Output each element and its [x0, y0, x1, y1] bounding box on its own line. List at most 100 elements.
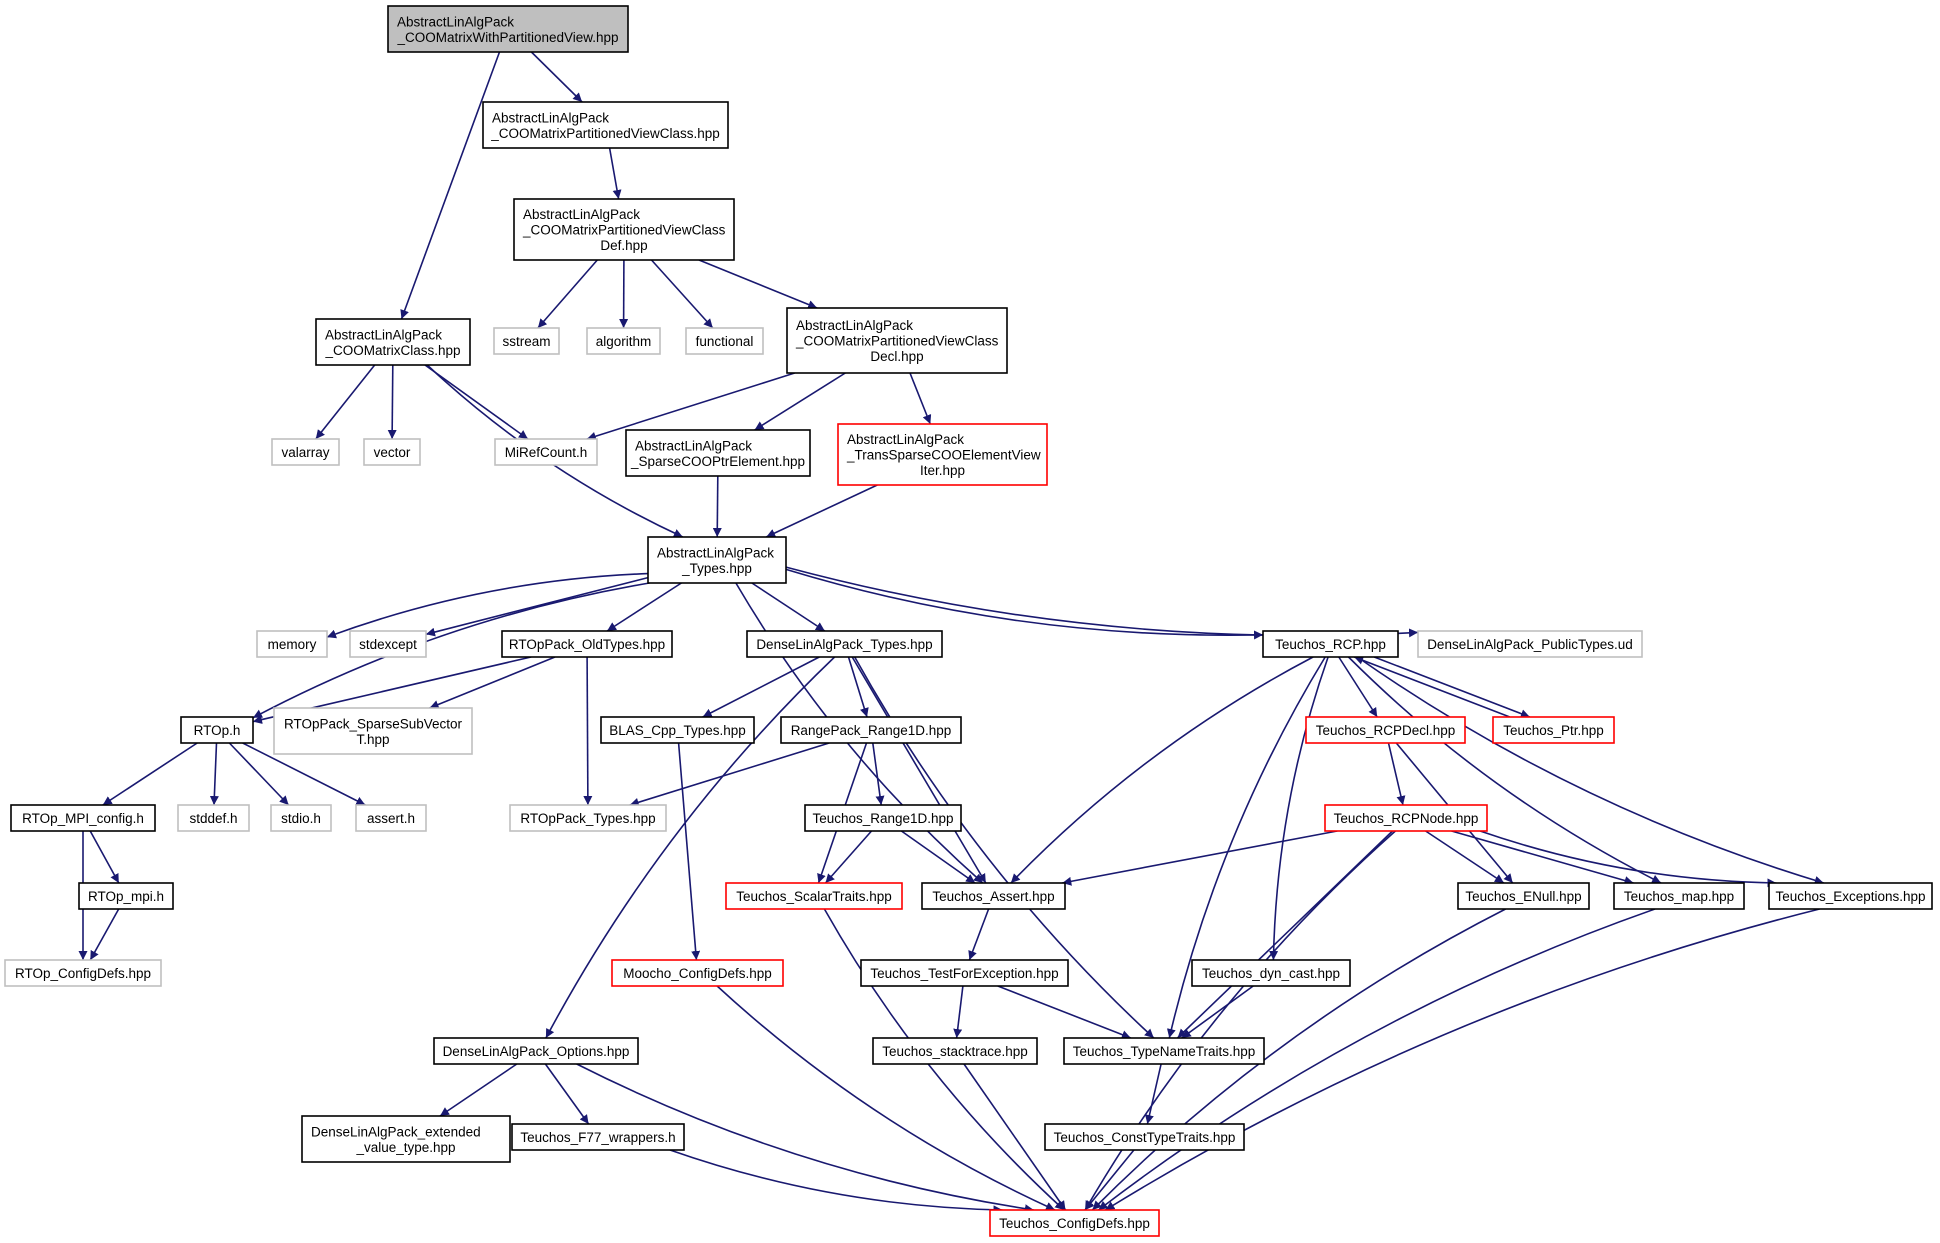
- node-functional: functional: [685, 327, 764, 355]
- node-dlap_options[interactable]: DenseLinAlgPack_Options.hpp: [433, 1037, 639, 1065]
- node-label-line: valarray: [281, 445, 329, 460]
- node-label-line: _COOMatrixPartitionedViewClass.hpp: [490, 126, 720, 141]
- edge-dlap_options-to-dlap_extended: [439, 1063, 518, 1117]
- node-scalartraits[interactable]: Teuchos_ScalarTraits.hpp: [725, 882, 903, 910]
- node-rtop_configdefs: RTOp_ConfigDefs.hpp: [4, 959, 162, 987]
- node-root[interactable]: AbstractLinAlgPack_COOMatrixWithPartitio…: [387, 5, 629, 53]
- node-box: [271, 438, 340, 466]
- edge-dlap_types-to-teuchos_assert: [851, 656, 987, 884]
- node-box: [482, 101, 729, 149]
- edge-rcpnode-to-exceptions: [1479, 830, 1777, 888]
- node-box: [387, 5, 629, 53]
- node-rtoppack_types: RTOpPack_Types.hpp: [509, 804, 667, 832]
- node-box: [273, 707, 473, 755]
- node-label-line: AbstractLinAlgPack: [796, 318, 913, 333]
- edge-rtoppack_old-to-rtoppack_sparse: [429, 656, 556, 709]
- node-box: [780, 716, 962, 744]
- node-moocho_config[interactable]: Moocho_ConfigDefs.hpp: [611, 959, 784, 987]
- node-trans_sparse[interactable]: AbstractLinAlgPack_TransSparseCOOElement…: [837, 423, 1048, 486]
- edge-alap_types-to-dlap_public: [785, 566, 1419, 638]
- node-stddef: stddef.h: [177, 804, 250, 832]
- node-blas_cpp[interactable]: BLAS_Cpp_Types.hpp: [600, 716, 755, 744]
- edge-rtop_h-to-stddef: [209, 742, 219, 806]
- edge-testforexception-to-stacktrace: [953, 985, 964, 1039]
- edge-dlap_options-to-teuchos_configdefs: [576, 1063, 1034, 1214]
- node-teuchos_assert[interactable]: Teuchos_Assert.hpp: [921, 882, 1066, 910]
- edge-teuchos_rcp-to-teuchos_map: [1347, 656, 1662, 884]
- nodes-layer: AbstractLinAlgPack_COOMatrixWithPartitio…: [4, 5, 1933, 1237]
- node-dyn_cast[interactable]: Teuchos_dyn_cast.hpp: [1191, 959, 1351, 987]
- node-enull[interactable]: Teuchos_ENull.hpp: [1457, 882, 1590, 910]
- node-consttypetraits[interactable]: Teuchos_ConstTypeTraits.hpp: [1044, 1123, 1245, 1151]
- node-teuchos_map[interactable]: Teuchos_map.hpp: [1613, 882, 1745, 910]
- node-label-line: Teuchos_ENull.hpp: [1465, 889, 1581, 904]
- node-label-line: MiRefCount.h: [505, 445, 588, 460]
- node-box: [586, 327, 661, 355]
- node-f77_wrappers[interactable]: Teuchos_F77_wrappers.h: [511, 1123, 685, 1151]
- node-stdio: stdio.h: [270, 804, 332, 832]
- edge-rangepack-to-rtoppack_types: [629, 742, 830, 807]
- node-label-line: _TransSparseCOOElementView: [846, 448, 1041, 463]
- node-coo_part_class[interactable]: AbstractLinAlgPack_COOMatrixPartitionedV…: [482, 101, 729, 149]
- node-teuchos_range1d[interactable]: Teuchos_Range1D.hpp: [804, 804, 962, 832]
- node-label-line: stdio.h: [281, 811, 321, 826]
- node-coo_matrix_class[interactable]: AbstractLinAlgPack_COOMatrixClass.hpp: [315, 318, 471, 366]
- edge-rcpnode-to-teuchos_map: [1451, 830, 1634, 885]
- node-box: [837, 423, 1048, 486]
- node-label-line: Teuchos_RCPDecl.hpp: [1316, 723, 1456, 738]
- edge-moocho_config-to-teuchos_configdefs: [716, 985, 1056, 1211]
- node-alap_types[interactable]: AbstractLinAlgPack_Types.hpp: [647, 536, 787, 584]
- node-dlap_types[interactable]: DenseLinAlgPack_Types.hpp: [746, 630, 943, 658]
- node-box: [1492, 716, 1615, 744]
- node-rtop_h[interactable]: RTOp.h: [180, 716, 254, 744]
- node-box: [363, 438, 421, 466]
- node-label-line: _SparseCOOPtrElement.hpp: [630, 454, 805, 469]
- node-memory: memory: [256, 630, 328, 658]
- node-label-line: _COOMatrixClass.hpp: [324, 343, 460, 358]
- node-rtop_mpi[interactable]: RTOp_mpi.h: [78, 882, 174, 910]
- node-rtop_mpi_config[interactable]: RTOp_MPI_config.h: [10, 804, 156, 832]
- node-label-line: _value_type.hpp: [355, 1140, 455, 1155]
- edge-teuchos_range1d-to-scalartraits: [824, 830, 873, 884]
- node-rcpdecl[interactable]: Teuchos_RCPDecl.hpp: [1305, 716, 1466, 744]
- node-label-line: RTOp_ConfigDefs.hpp: [15, 966, 151, 981]
- node-box: [1063, 1037, 1265, 1065]
- edges-layer: [78, 51, 1824, 1215]
- node-teuchos_configdefs[interactable]: Teuchos_ConfigDefs.hpp: [989, 1209, 1160, 1237]
- node-label-line: T.hpp: [356, 732, 389, 747]
- edge-testforexception-to-typenametraits: [997, 985, 1132, 1039]
- edge-coo_part_decl-to-trans_sparse: [909, 372, 932, 425]
- node-box: [355, 804, 427, 832]
- node-box: [1457, 882, 1590, 910]
- node-exceptions[interactable]: Teuchos_Exceptions.hpp: [1768, 882, 1933, 910]
- edge-blas_cpp-to-moocho_config: [677, 742, 701, 961]
- node-box: [1044, 1123, 1245, 1151]
- node-rangepack[interactable]: RangePack_Range1D.hpp: [780, 716, 962, 744]
- edge-root-to-coo_matrix_class: [400, 51, 501, 320]
- node-label-line: AbstractLinAlgPack: [523, 207, 640, 222]
- node-stacktrace[interactable]: Teuchos_stacktrace.hpp: [872, 1037, 1038, 1065]
- node-testforexception[interactable]: Teuchos_TestForException.hpp: [860, 959, 1069, 987]
- edge-coo_part_decl-to-sparse_coo_ptr: [754, 372, 846, 431]
- node-dlap_extended[interactable]: DenseLinAlgPack_extended_value_type.hpp: [301, 1115, 511, 1163]
- node-coo_part_decl[interactable]: AbstractLinAlgPack_COOMatrixPartitionedV…: [786, 307, 1008, 374]
- node-label-line: DenseLinAlgPack_extended: [311, 1124, 481, 1139]
- node-label-line: Teuchos_RCPNode.hpp: [1334, 811, 1479, 826]
- edge-teuchos_rcp-to-dyn_cast: [1269, 656, 1329, 961]
- node-box: [513, 198, 735, 261]
- node-sparse_coo_ptr[interactable]: AbstractLinAlgPack_SparseCOOPtrElement.h…: [625, 429, 811, 477]
- node-rcpnode[interactable]: Teuchos_RCPNode.hpp: [1324, 804, 1488, 832]
- node-teuchos_ptr[interactable]: Teuchos_Ptr.hpp: [1492, 716, 1615, 744]
- edge-dlap_types-to-typenametraits: [854, 656, 1155, 1039]
- node-label-line: Teuchos_F77_wrappers.h: [520, 1130, 675, 1145]
- edge-dlap_options-to-f77_wrappers: [544, 1063, 590, 1125]
- node-rtoppack_old[interactable]: RTOpPack_OldTypes.hpp: [501, 630, 673, 658]
- node-teuchos_rcp[interactable]: Teuchos_RCP.hpp: [1262, 630, 1399, 658]
- node-box: [315, 318, 471, 366]
- node-label-line: RangePack_Range1D.hpp: [791, 723, 952, 738]
- node-coo_part_def[interactable]: AbstractLinAlgPack_COOMatrixPartitionedV…: [513, 198, 735, 261]
- node-label-line: vector: [374, 445, 411, 460]
- edge-rtop_h-to-assert_h: [242, 742, 366, 806]
- node-typenametraits[interactable]: Teuchos_TypeNameTraits.hpp: [1063, 1037, 1265, 1065]
